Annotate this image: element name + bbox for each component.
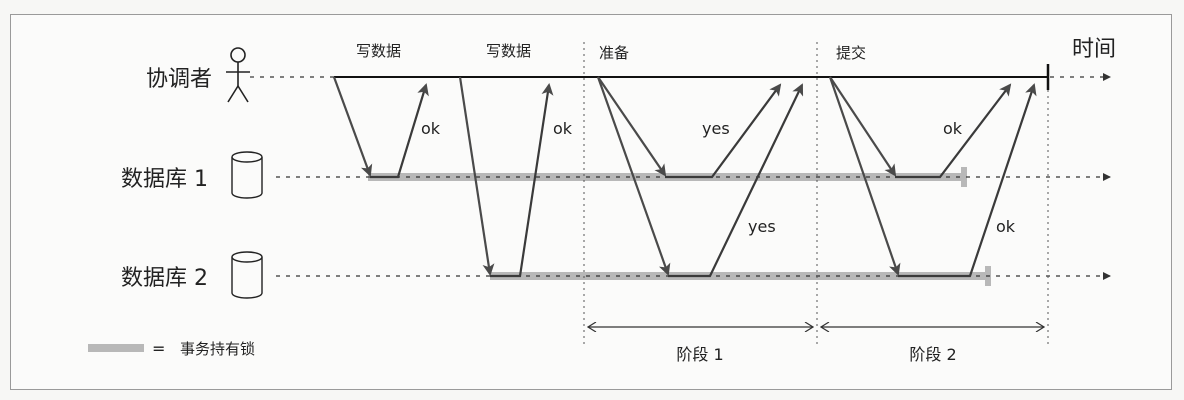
prepare-label: 准备 — [599, 44, 629, 62]
ok2-label: ok — [553, 119, 573, 138]
commit-db1-arrow — [829, 76, 897, 177]
legend-swatch — [88, 344, 144, 352]
database-icon — [231, 151, 263, 199]
yes1-label: yes — [702, 119, 730, 138]
legend-equals: = — [152, 339, 165, 358]
yes1-reply-arrow — [665, 83, 782, 179]
yes2-reply-arrow — [668, 83, 804, 278]
commit-db2-arrow — [828, 76, 901, 276]
write2-ok-arrow — [490, 83, 554, 278]
ok3-reply-arrow — [895, 83, 1012, 179]
write2-label: 写数据 — [486, 42, 531, 60]
prepare-db2-arrow — [596, 76, 671, 276]
ok3-label: ok — [943, 119, 963, 138]
yes2-label: yes — [748, 217, 776, 236]
prepare-db1-arrow — [597, 76, 667, 177]
ok1-label: ok — [421, 119, 441, 138]
commit-label: 提交 — [836, 44, 866, 62]
write1-ok-arrow — [370, 83, 429, 179]
write2-request-arrow — [458, 76, 495, 276]
time-label: 时间 — [1072, 37, 1116, 62]
ok4-label: ok — [996, 217, 1016, 236]
write1-request-arrow — [332, 76, 373, 177]
database-icon — [231, 251, 263, 299]
db2-label: 数据库 2 — [121, 266, 208, 291]
phase2-label: 阶段 2 — [909, 345, 956, 364]
phase1-label: 阶段 1 — [676, 345, 723, 364]
db1-lock-end — [961, 167, 967, 187]
legend-text: 事务持有锁 — [180, 340, 255, 358]
person-icon — [226, 47, 250, 103]
write1-label: 写数据 — [356, 42, 401, 60]
ok4-reply-arrow — [898, 83, 1037, 278]
db1-label: 数据库 1 — [121, 167, 208, 192]
coordinator-label: 协调者 — [146, 67, 212, 92]
